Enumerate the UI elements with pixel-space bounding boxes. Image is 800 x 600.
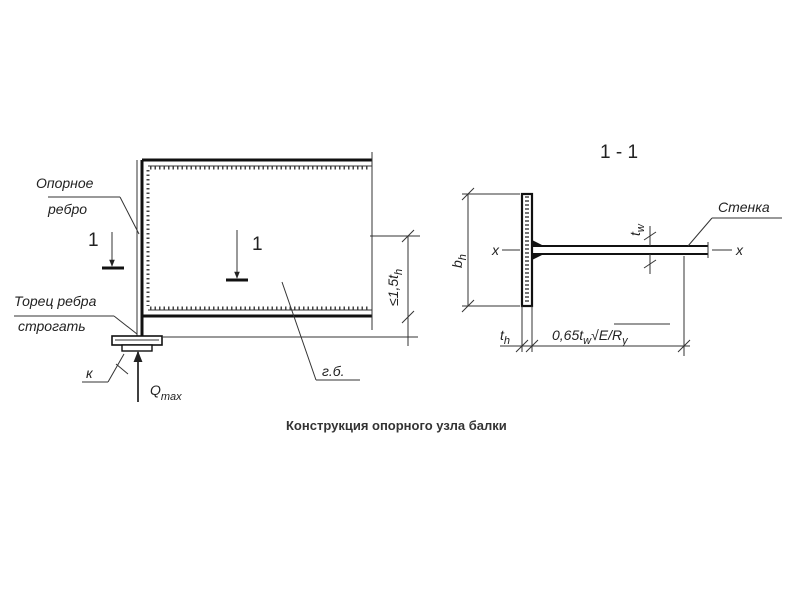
dim-formula-label: 0,65tw√E/Ry (552, 327, 629, 347)
section-label-right: 1 (252, 234, 263, 255)
dim-bh-label: bh (449, 254, 469, 268)
weld-left-top (532, 240, 544, 246)
axis-x-right: x (735, 242, 744, 258)
weld-left-bottom (532, 254, 544, 260)
label-k: к (86, 365, 94, 381)
label-rib-end-2: строгать (18, 318, 86, 334)
section-label-left: 1 (88, 230, 99, 251)
dim-th-label: th (500, 327, 510, 347)
label-wall: Стенка (718, 199, 770, 215)
dim-tw-label: tw (627, 223, 647, 236)
label-rib-end-1: Торец ребра (14, 293, 97, 309)
label-gb: г.б. (322, 363, 345, 379)
axis-x-left: x (491, 242, 500, 258)
label-q: Qmax (150, 382, 182, 403)
label-support-rib-2: ребро (47, 201, 87, 217)
section-view: 1 - 1 x x bh tw Стенка (449, 142, 782, 356)
dim-height-label: ≤1,5th (385, 269, 405, 306)
section-title: 1 - 1 (600, 142, 638, 163)
left-elevation-view: 1 1 Опорное ребро Торец ребра строгать к… (14, 152, 420, 403)
diagram-caption: Конструкция опорного узла балки (286, 418, 507, 433)
label-support-rib-1: Опорное (36, 175, 94, 191)
